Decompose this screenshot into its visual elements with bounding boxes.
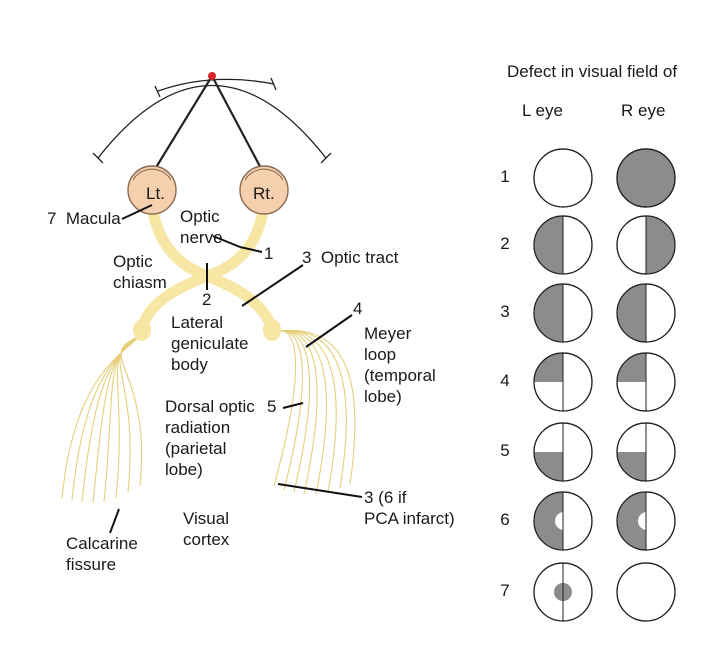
- row-7-left-eye-outline: [533, 562, 593, 622]
- row-6-left-eye-defect: [534, 492, 563, 550]
- row-1-right-eye-outline: [616, 148, 676, 208]
- row-6-left-eye-macular-sparing: [555, 512, 573, 530]
- right-optic-radiation-fiber: [271, 329, 356, 485]
- row-5-right-eye-outline: [616, 422, 676, 482]
- row-4-left-eye-outline: [533, 352, 593, 412]
- row-4-right-eye-outline: [616, 352, 676, 412]
- row-2-left-eye-outline: [533, 215, 593, 275]
- meyer-loop-label: Meyer loop (temporal lobe): [364, 324, 436, 406]
- left-eyeball: [127, 165, 177, 215]
- row-3-right-eye-defect: [617, 284, 646, 342]
- meyer-loop-number: 4: [353, 299, 363, 318]
- row-1-left-eye-outline: [533, 148, 593, 208]
- left-eyeball-lens: [132, 168, 172, 181]
- defect-row-number: 2: [500, 234, 510, 253]
- calcarine-fissure-label: Calcarine fissure: [66, 534, 138, 574]
- right-optic-nerve: [201, 199, 270, 282]
- right-optic-radiation-fiber: [271, 330, 347, 489]
- right-eye-label: Rt.: [253, 184, 275, 203]
- row-6-right-eye-outline: [616, 491, 676, 551]
- visual-cortex-label: Visual cortex: [183, 509, 230, 549]
- left-sight-line: [151, 75, 213, 175]
- row-2-right-eye-defect: [646, 216, 675, 274]
- dorsal-optic-radiation-label: Dorsal optic radiation (parietal lobe): [165, 397, 255, 479]
- left-optic-radiation-fiber: [119, 335, 141, 493]
- dorsal-radiation-leader-line: [282, 402, 304, 409]
- right-lateral-geniculate-body: [263, 319, 281, 341]
- macular-tick-right: [270, 77, 277, 91]
- row-5-left-eye-outline: [533, 422, 593, 482]
- optic-nerve-leader-a: [212, 235, 241, 248]
- row-6-left-eye-outline: [533, 491, 593, 551]
- defect-table-header: Defect in visual field of: [507, 62, 678, 81]
- row-4-right-eye-defect: [617, 353, 646, 382]
- defect-row-number: 6: [500, 510, 510, 529]
- left-optic-radiation-fiber: [92, 335, 141, 504]
- defect-row-number: 7: [500, 581, 510, 600]
- defect-row-number: 1: [500, 167, 510, 186]
- row-4-left-eye-defect: [534, 353, 563, 382]
- row-3-left-eye-defect: [534, 284, 563, 342]
- fixation-point: [208, 72, 216, 80]
- right-eye-column-header: R eye: [621, 101, 666, 120]
- visual-field-arc: [97, 84, 327, 159]
- lateral-geniculate-body-label: Lateral geniculate body: [171, 313, 249, 374]
- left-eye-column-header: L eye: [522, 101, 563, 120]
- optic-nerve-leader-b: [239, 246, 263, 253]
- optic-chiasm-label: Optic chiasm: [113, 252, 167, 292]
- left-optic-radiation-fiber: [120, 335, 143, 487]
- right-optic-radiation-fiber: [271, 330, 303, 491]
- optic-chiasm-number: 2: [202, 290, 212, 309]
- left-optic-radiation-fiber: [81, 335, 141, 503]
- macula-label: 7 Macula: [47, 209, 121, 228]
- left-eye-label: Lt.: [146, 184, 165, 203]
- arc-end-tick-left: [92, 152, 104, 164]
- row-6-right-eye-macular-sparing: [638, 512, 656, 530]
- defect-row-number: 4: [500, 371, 510, 390]
- meyer-loop-leader-line: [305, 314, 353, 348]
- row-2-left-eye-defect: [534, 216, 563, 274]
- defect-row-number: 3: [500, 302, 510, 321]
- calcarine-fissure-leader-line: [109, 508, 120, 534]
- optic-nerve-label: Optic nerve: [180, 207, 223, 247]
- left-lateral-geniculate-body: [133, 319, 151, 341]
- right-eyeball-lens: [244, 168, 284, 181]
- right-sight-line: [211, 75, 265, 175]
- optic-nerve-number: 1: [264, 244, 274, 263]
- row-3-right-eye-outline: [616, 283, 676, 343]
- visual-cortex-number-label: 3 (6 if PCA infarct): [364, 488, 455, 528]
- row-3-left-eye-outline: [533, 283, 593, 343]
- row-2-right-eye-outline: [616, 215, 676, 275]
- row-6-right-eye-defect: [617, 492, 646, 550]
- macular-tick-left: [154, 85, 161, 98]
- optic-tract-leader-line: [241, 264, 304, 307]
- dorsal-optic-radiation-number: 5: [267, 397, 277, 416]
- right-eyeball: [239, 165, 289, 215]
- optic-tract-label: 3 Optic tract: [302, 248, 399, 267]
- arc-end-tick-right: [320, 152, 332, 164]
- row-5-left-eye-defect: [534, 452, 563, 481]
- defect-row-number: 5: [500, 441, 510, 460]
- macula-leader-line: [121, 204, 153, 220]
- row-5-right-eye-defect: [617, 452, 646, 481]
- visual-cortex-leader-line: [277, 483, 363, 498]
- row-7-right-eye-outline: [616, 562, 676, 622]
